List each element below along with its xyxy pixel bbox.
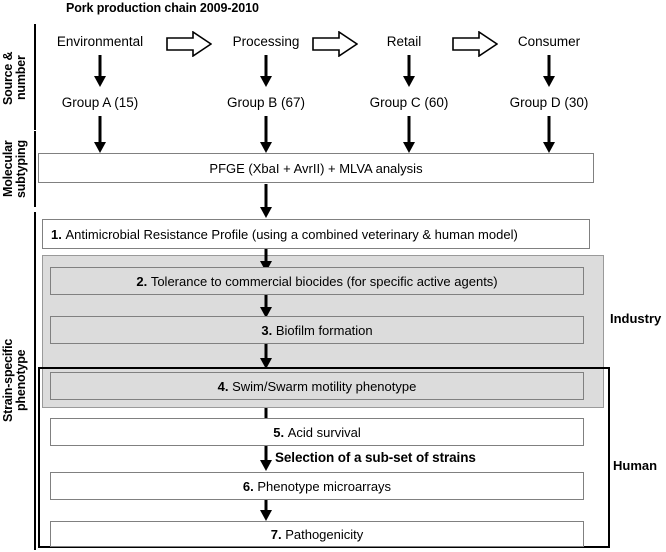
source-label-processing: Processing	[232, 34, 300, 49]
block-right-arrow-icon	[166, 30, 213, 58]
phenotype-step-6[interactable]: 6. Phenotype microarrays	[50, 472, 584, 500]
phenotype-step-6-label: Phenotype microarrays	[257, 478, 392, 494]
industry-region-label: Industry	[610, 311, 662, 326]
page-title: Pork production chain 2009-2010	[66, 1, 259, 15]
phenotype-step-1[interactable]: 1. Antimicrobial Resistance Profile (usi…	[42, 219, 590, 249]
phenotype-step-5-number: 5.	[273, 424, 285, 440]
source-label-retail: Retail	[386, 34, 422, 49]
source-label-consumer: Consumer	[517, 34, 581, 49]
phenotype-step-3-number: 3.	[261, 322, 273, 338]
down-arrow-icon	[258, 116, 274, 159]
source-label-environmental: Environmental	[56, 34, 144, 49]
band-label-molecular-subtyping: Molecular subtyping	[1, 140, 28, 198]
group-label-b: Group B (67)	[226, 95, 306, 110]
group-label-c: Group C (60)	[369, 95, 449, 110]
group-label-a: Group A (15)	[61, 95, 139, 110]
down-arrow-icon	[258, 446, 274, 477]
phenotype-step-1-number: 1.	[51, 226, 62, 242]
down-arrow-icon	[258, 344, 274, 375]
phenotype-step-3-label: Biofilm formation	[275, 322, 373, 338]
phenotype-step-7[interactable]: 7. Pathogenicity	[50, 521, 584, 547]
band-label-source-number: Source & number	[1, 51, 28, 105]
selection-note-label: Selection of a sub-set of strains	[275, 450, 476, 465]
block-right-arrow-icon	[312, 30, 359, 58]
down-arrow-icon	[541, 55, 557, 93]
band-rule-molecular-subtyping	[34, 131, 36, 207]
band-rule-strain-specific-phenotype	[34, 212, 36, 550]
down-arrow-icon	[258, 55, 274, 93]
block-right-arrow-icon	[452, 30, 499, 58]
phenotype-step-4[interactable]: 4. Swim/Swarm motility phenotype	[50, 372, 584, 400]
down-arrow-icon	[92, 116, 108, 159]
down-arrow-icon	[541, 116, 557, 159]
group-label-d: Group D (30)	[509, 95, 589, 110]
phenotype-step-7-label: Pathogenicity	[285, 526, 364, 542]
down-arrow-icon	[258, 500, 274, 527]
down-arrow-icon	[401, 116, 417, 159]
phenotype-step-4-number: 4.	[217, 378, 229, 394]
phenotype-step-5[interactable]: 5. Acid survival	[50, 418, 584, 446]
phenotype-step-5-label: Acid survival	[287, 424, 361, 440]
phenotype-step-2-label: Tolerance to commercial biocides (for sp…	[150, 273, 498, 289]
phenotype-step-7-number: 7.	[270, 526, 282, 542]
phenotype-step-6-number: 6.	[242, 478, 254, 494]
band-rule-source-number	[34, 24, 36, 130]
down-arrow-icon	[258, 184, 274, 224]
pfge-mlva-box[interactable]: PFGE (XbaI + AvrII) + MLVA analysis	[38, 153, 594, 183]
down-arrow-icon	[92, 55, 108, 93]
down-arrow-icon	[401, 55, 417, 93]
down-arrow-icon	[258, 249, 274, 278]
band-label-strain-specific-phenotype: Strain-specific phenotype	[1, 338, 28, 422]
phenotype-step-2[interactable]: 2. Tolerance to commercial biocides (for…	[50, 267, 584, 295]
human-region-label: Human	[613, 458, 658, 473]
phenotype-step-1-label: Antimicrobial Resistance Profile (using …	[65, 226, 518, 242]
phenotype-step-2-number: 2.	[136, 273, 148, 289]
down-arrow-icon	[258, 295, 274, 324]
phenotype-step-3[interactable]: 3. Biofilm formation	[50, 316, 584, 344]
human-region	[38, 367, 610, 548]
pfge-mlva-label: PFGE (XbaI + AvrII) + MLVA analysis	[209, 160, 423, 176]
phenotype-step-4-label: Swim/Swarm motility phenotype	[232, 378, 417, 394]
